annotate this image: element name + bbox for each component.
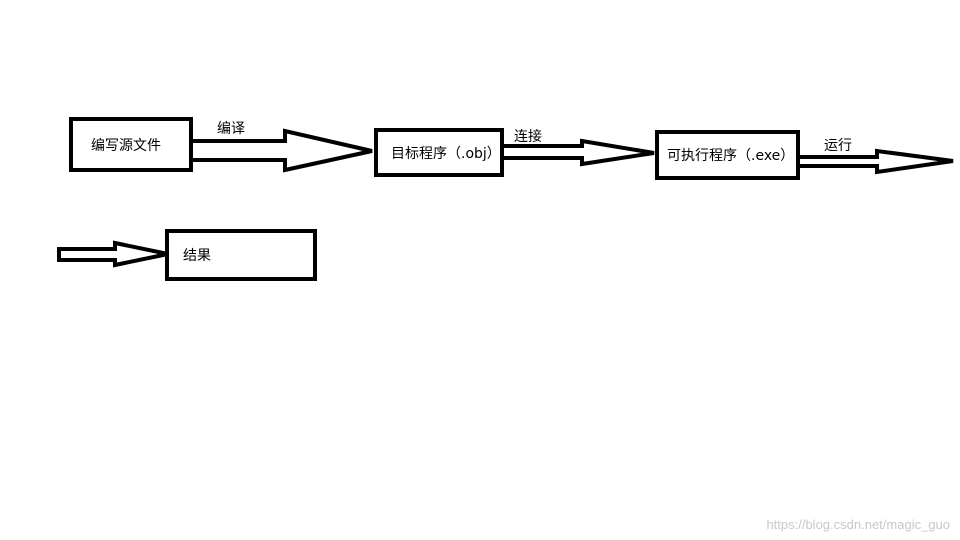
compile-label: 编译 bbox=[217, 121, 245, 137]
compile-arrow bbox=[192, 128, 373, 173]
result-label: 结果 bbox=[183, 248, 211, 264]
run-arrow bbox=[799, 148, 954, 175]
link-label: 连接 bbox=[514, 129, 542, 145]
run-label: 运行 bbox=[824, 138, 852, 154]
executable-program-label: 可执行程序（.exe） bbox=[667, 148, 795, 164]
result-node: 结果 bbox=[165, 229, 317, 281]
link-arrow bbox=[503, 138, 655, 167]
object-program-node: 目标程序（.obj） bbox=[374, 128, 504, 177]
executable-program-node: 可执行程序（.exe） bbox=[655, 130, 800, 180]
object-program-label: 目标程序（.obj） bbox=[391, 145, 501, 162]
result-arrow bbox=[57, 240, 169, 268]
watermark: https://blog.csdn.net/magic_guo bbox=[766, 517, 950, 532]
write-source-node: 编写源文件 bbox=[69, 117, 193, 172]
write-source-label: 编写源文件 bbox=[91, 137, 161, 154]
